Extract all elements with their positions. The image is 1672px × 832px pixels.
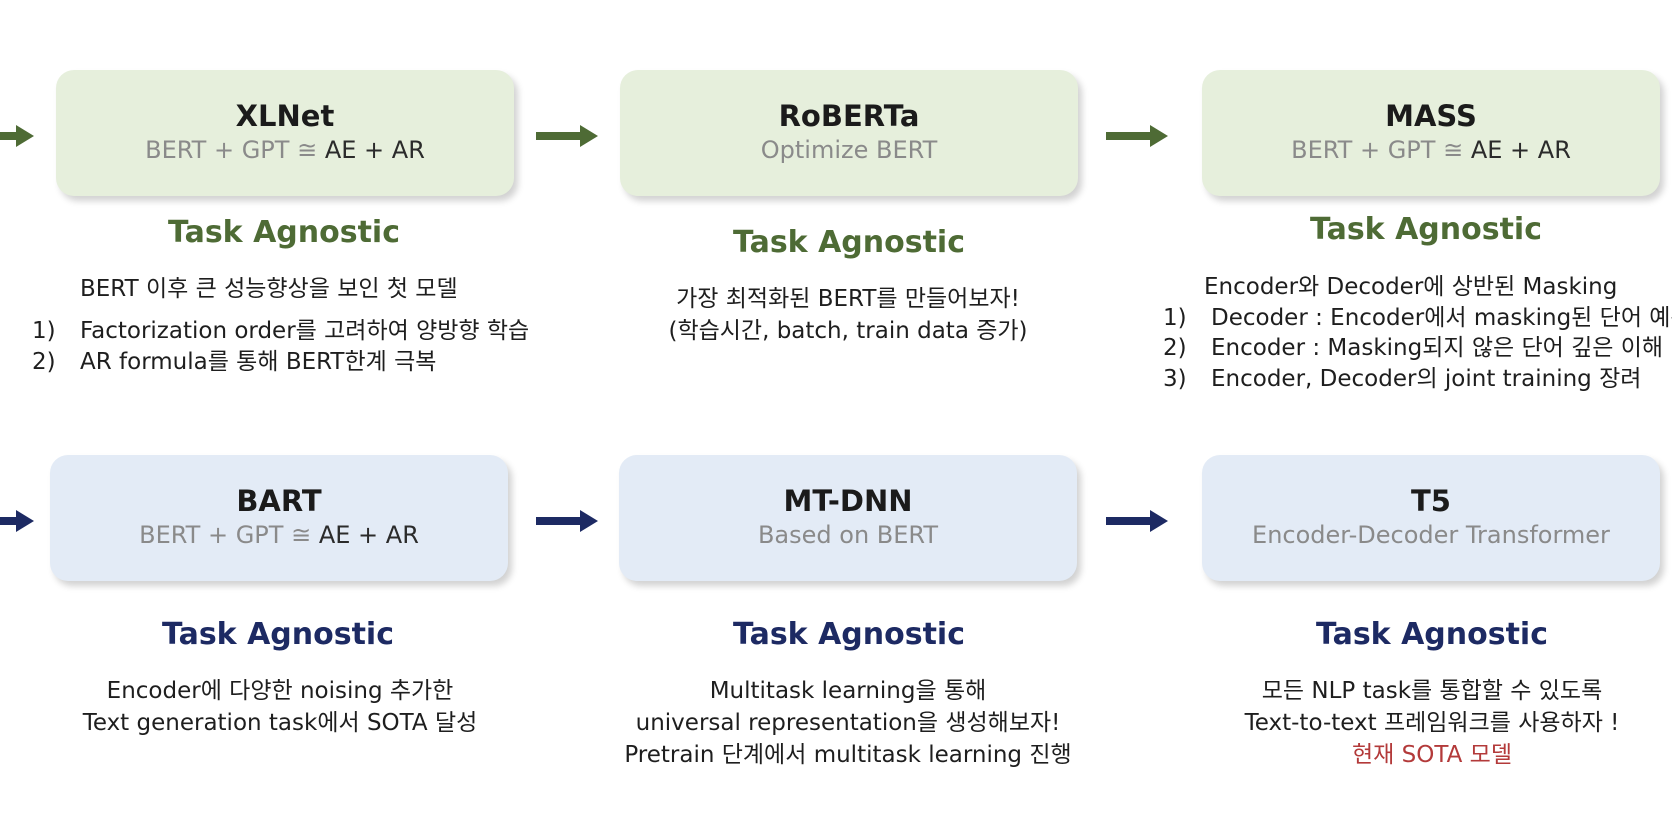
list-item: 1) Factorization order를 고려하여 양방향 학습 — [32, 316, 529, 347]
xlnet-box: XLNet BERT + GPT ≅ AE + AR — [56, 70, 514, 196]
item-number: 2) — [32, 349, 56, 375]
sota-highlight: 현재 SOTA 모델 — [1352, 742, 1512, 768]
model-name: XLNet — [235, 99, 335, 133]
task-label: Task Agnostic — [1309, 212, 1543, 247]
item-text: Factorization order를 고려하여 양방향 학습 — [80, 318, 530, 344]
t5-box: T5 Encoder-Decoder Transformer — [1202, 455, 1660, 581]
model-name: BART — [236, 484, 322, 518]
model-name: MT-DNN — [783, 484, 913, 518]
mt-dnn-box: MT-DNN Based on BERT — [619, 455, 1077, 581]
model-subtitle: BERT + GPT ≅ AE + AR — [1202, 134, 1660, 166]
item-text: Encoder : Masking되지 않은 단어 깊은 이해 — [1211, 335, 1664, 361]
item-number: 2) — [1163, 335, 1187, 361]
item-number: 1) — [32, 318, 56, 344]
item-text: Encoder, Decoder의 joint training 장려 — [1211, 366, 1642, 392]
item-text: AR formula를 통해 BERT한계 극복 — [80, 349, 437, 375]
subtitle-gray: BERT + GPT ≅ — [145, 136, 318, 164]
description-line: Text-to-text 프레임워크를 사용하자 ! — [1244, 710, 1620, 736]
list-item: 2) AR formula를 통해 BERT한계 극복 — [32, 347, 436, 378]
summary-text: BERT 이후 큰 성능향상을 보인 첫 모델 — [80, 276, 458, 302]
description-line: Encoder에 다양한 noising 추가한 — [106, 678, 454, 704]
arrow-right-icon — [536, 125, 598, 147]
description-line: Pretrain 단계에서 multitask learning 진행 — [624, 742, 1072, 768]
arrow-right-icon — [1106, 125, 1168, 147]
task-label: Task Agnostic — [167, 215, 401, 250]
arrow-right-icon — [0, 125, 34, 147]
list-item: 3) Encoder, Decoder의 joint training 장려 — [1163, 364, 1641, 395]
mass-box: MASS BERT + GPT ≅ AE + AR — [1202, 70, 1660, 196]
bart-box: BART BERT + GPT ≅ AE + AR — [50, 455, 508, 581]
model-subtitle: Based on BERT — [757, 521, 939, 549]
description-line: (학습시간, batch, train data 증가) — [668, 318, 1028, 344]
arrow-right-icon — [1106, 510, 1168, 532]
task-label: Task Agnostic — [161, 617, 395, 652]
task-label: Task Agnostic — [1315, 617, 1549, 652]
model-name: RoBERTa — [778, 99, 920, 133]
description-line: Multitask learning을 통해 — [709, 678, 987, 704]
subtitle-dark: AE + AR — [318, 521, 419, 549]
arrow-right-icon — [0, 510, 34, 532]
model-subtitle: Optimize BERT — [760, 136, 938, 164]
description-line: Text generation task에서 SOTA 달성 — [82, 710, 478, 736]
subtitle-dark: AE + AR — [1470, 136, 1571, 164]
summary-text: Encoder와 Decoder에 상반된 Masking — [1204, 274, 1618, 300]
subtitle-gray: BERT + GPT ≅ — [1291, 136, 1464, 164]
list-item: 1) Decoder : Encoder에서 masking된 단어 예측 — [1163, 303, 1672, 334]
model-subtitle: BERT + GPT ≅ AE + AR — [56, 134, 514, 166]
arrow-right-icon — [536, 510, 598, 532]
item-number: 3) — [1163, 366, 1187, 392]
model-name: MASS — [1385, 99, 1477, 133]
item-text: Decoder : Encoder에서 masking된 단어 예측 — [1211, 305, 1672, 331]
task-label: Task Agnostic — [732, 617, 966, 652]
description-line: universal representation을 생성해보자! — [635, 710, 1061, 736]
item-number: 1) — [1163, 305, 1187, 331]
model-subtitle: BERT + GPT ≅ AE + AR — [50, 519, 508, 551]
subtitle-dark: AE + AR — [324, 136, 425, 164]
model-subtitle: Encoder-Decoder Transformer — [1252, 521, 1610, 549]
description-line: 모든 NLP task를 통합할 수 있도록 — [1261, 678, 1603, 704]
list-item: 2) Encoder : Masking되지 않은 단어 깊은 이해 — [1163, 333, 1663, 364]
description-line: 가장 최적화된 BERT를 만들어보자! — [676, 286, 1020, 312]
task-label: Task Agnostic — [732, 225, 966, 260]
model-name: T5 — [1411, 484, 1451, 518]
subtitle-gray: BERT + GPT ≅ — [139, 521, 312, 549]
roberta-box: RoBERTa Optimize BERT — [620, 70, 1078, 196]
